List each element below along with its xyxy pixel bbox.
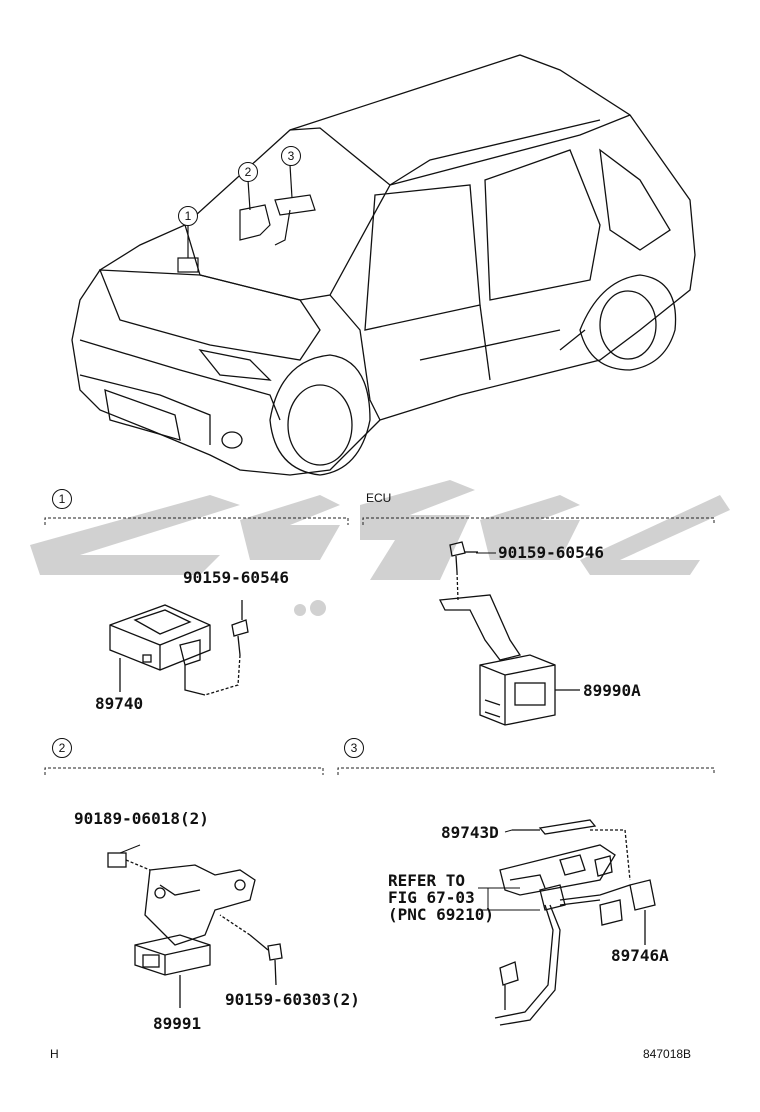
car-component-markers (177, 164, 316, 273)
label-89740: 89740 (95, 694, 144, 713)
label-90159-60303: 90159-60303(2) (225, 990, 360, 1009)
footer-figure-id: 847018B (643, 1047, 692, 1061)
footer-left-code: H (50, 1047, 59, 1061)
refer-line-2: FIG 67-03 (388, 888, 475, 907)
refer-bracket (478, 887, 540, 911)
label-90159-60546-b: 90159-60546 (498, 543, 604, 562)
vehicle-illustration (71, 54, 696, 476)
callout-1-car: 1 (178, 206, 198, 226)
label-89746A: 89746A (611, 946, 669, 965)
section-3-number: 3 (344, 738, 364, 758)
bolt-90159-60546-a (204, 600, 249, 696)
refer-line-1: REFER TO (388, 871, 466, 890)
bolt-90159-60546-b (449, 541, 478, 601)
part-89990A-drawing (438, 594, 580, 726)
callout-3-car: 3 (281, 146, 301, 166)
callout-2-car: 2 (238, 162, 258, 182)
refer-line-3: (PNC 69210) (388, 905, 494, 924)
section-1-number: 1 (52, 489, 72, 509)
part-89743D-drawing (499, 819, 616, 896)
label-89743D: 89743D (441, 823, 499, 842)
leader-lines (119, 552, 513, 854)
part-89746A-drawing (494, 829, 656, 1026)
bolt-90159-60303 (219, 914, 283, 986)
watermark-logo (30, 480, 730, 616)
label-90159-60546-a: 90159-60546 (183, 568, 289, 587)
label-90189-06018: 90189-06018(2) (74, 809, 209, 828)
ecu-section-title: ECU (366, 491, 392, 505)
label-89991: 89991 (153, 1014, 202, 1033)
label-89990A: 89990A (583, 681, 641, 700)
part-89740-drawing (109, 604, 211, 696)
section-2-number: 2 (52, 738, 72, 758)
section-dividers (44, 517, 715, 775)
part-89991-drawing (107, 852, 256, 1008)
